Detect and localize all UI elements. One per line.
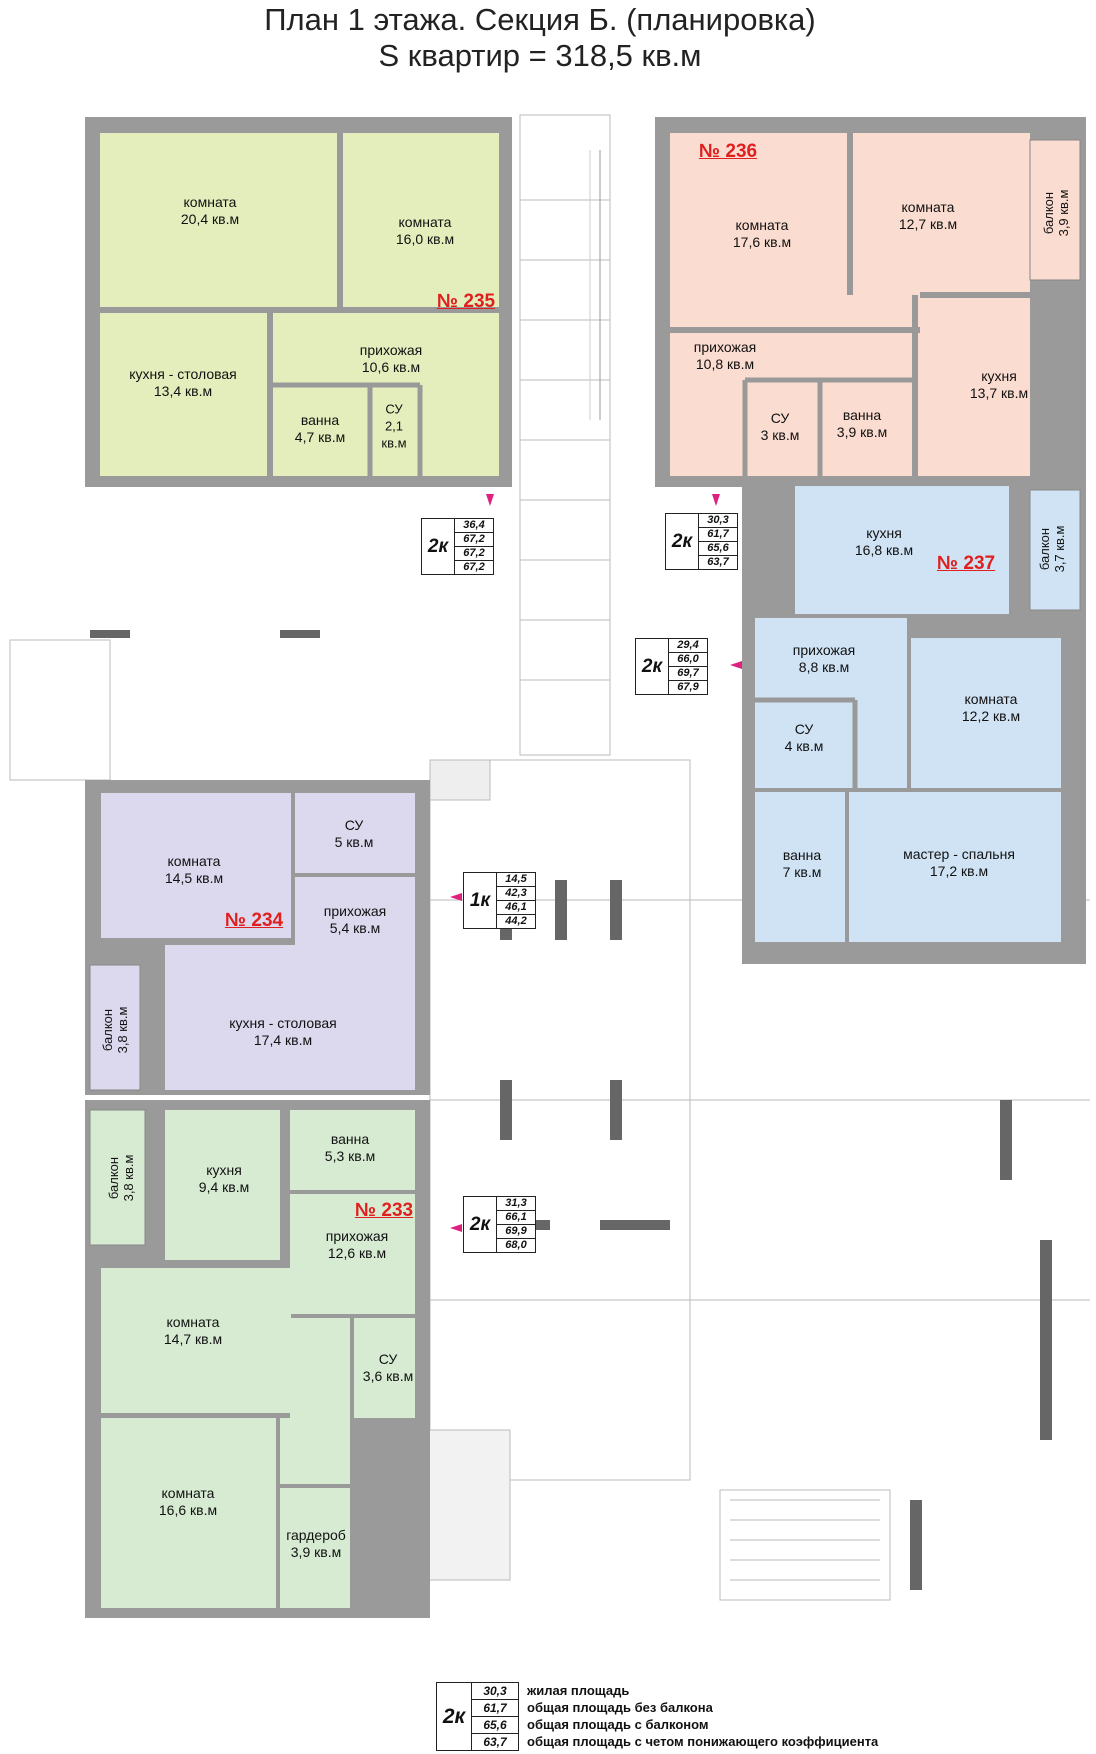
apartment-234-number: № 234 — [224, 910, 284, 931]
apartment-235 — [85, 117, 512, 487]
apartment-234-summary: 1к 14,5 42,3 46,1 44,2 — [463, 872, 536, 929]
legend: 2к 30,3 61,7 65,6 63,7 жилая площадь общ… — [436, 1682, 878, 1751]
apartment-234 — [85, 780, 430, 1095]
apartment-233 — [85, 1100, 430, 1618]
apartment-233-number: № 233 — [354, 1200, 414, 1221]
apartment-235-number: № 235 — [436, 291, 496, 312]
legend-description: общая площадь с четом понижающего коэффи… — [527, 1734, 879, 1749]
legend-description: общая площадь без балкона — [527, 1700, 713, 1715]
total-area: S квартир = 318,5 кв.м — [378, 38, 702, 73]
legend-description: жилая площадь — [527, 1683, 630, 1698]
apartment-236-summary: 2к 30,3 61,7 65,6 63,7 — [665, 513, 738, 570]
legend-value: 30,3 — [472, 1683, 518, 1700]
apartment-236-number: № 236 — [698, 141, 758, 162]
plan-title: План 1 этажа. Секция Б. (планировка) — [264, 2, 816, 37]
legend-value: 61,7 — [472, 1700, 518, 1717]
legend-type: 2к — [437, 1683, 472, 1750]
legend-description: общая площадь с балконом — [527, 1717, 709, 1732]
apartment-235-summary: 2к 36,4 67,2 67,2 67,2 — [421, 518, 494, 575]
entrance-arrows — [450, 494, 742, 1232]
apartment-237-number: № 237 — [936, 553, 996, 574]
apartment-237-summary: 2к 29,4 66,0 69,7 67,9 — [635, 638, 708, 695]
apartment-233-summary: 2к 31,3 66,1 69,9 68,0 — [463, 1196, 536, 1253]
apartment-236 — [655, 117, 1086, 487]
apartment-237 — [742, 478, 1086, 964]
legend-value: 65,6 — [472, 1717, 518, 1734]
legend-value: 63,7 — [483, 1735, 507, 1749]
